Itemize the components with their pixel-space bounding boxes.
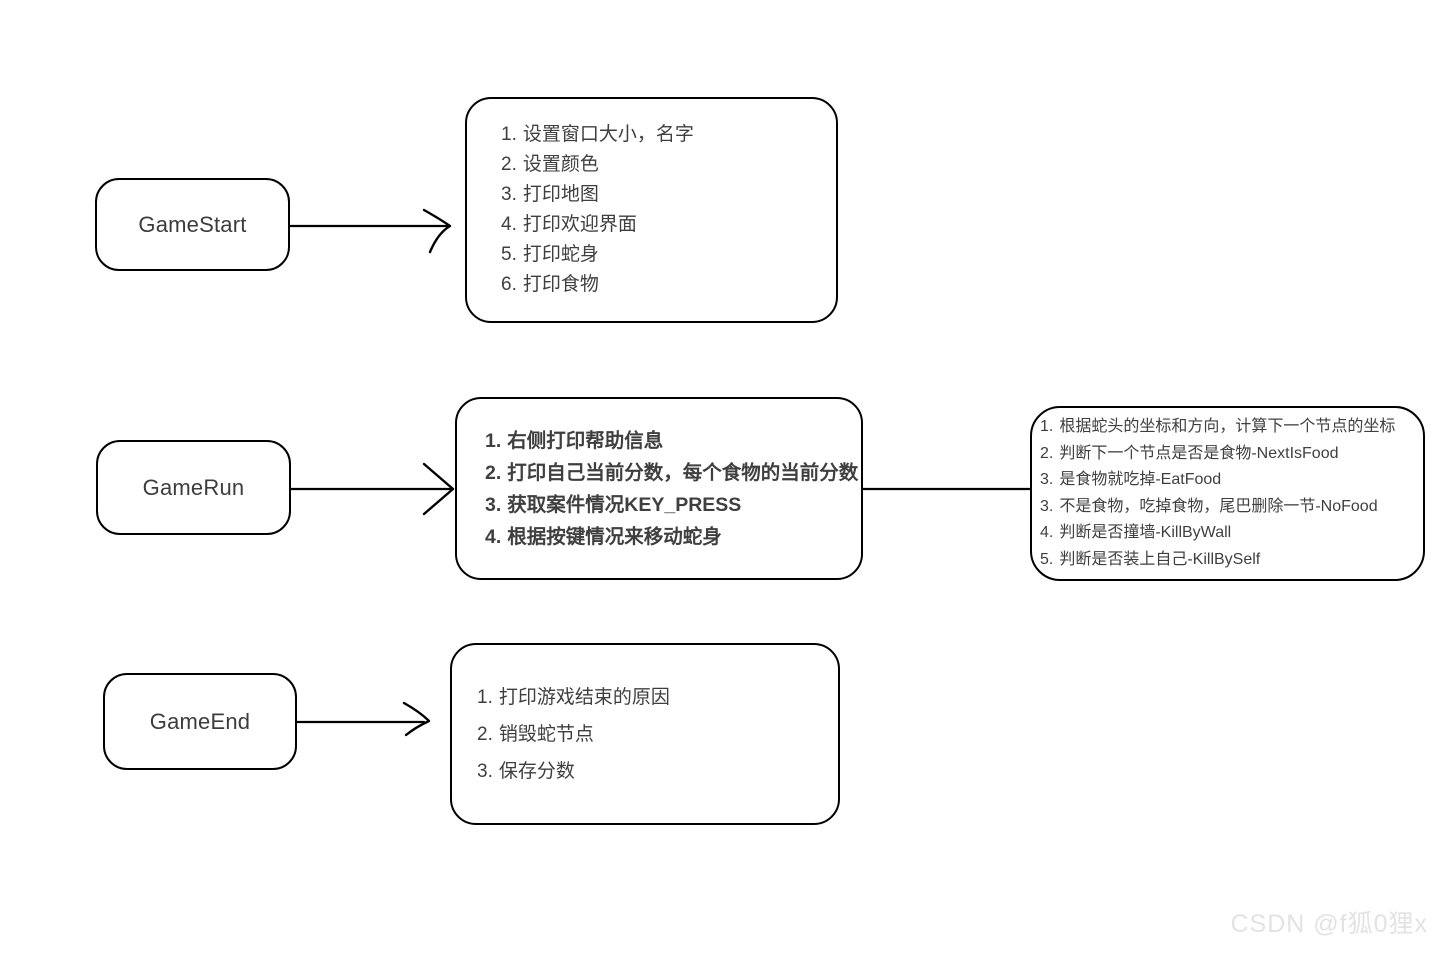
- list-item-text: 打印游戏结束的原因: [498, 686, 670, 708]
- node-game-start-label: GameStart: [138, 211, 247, 237]
- list-item: 4. 判断是否撞墙-KillByWall: [1040, 520, 1397, 547]
- box-game-start-steps: 1. 设置窗口大小，名字 2. 设置颜色 3. 打印地图 4. 打印欢迎界面 5…: [465, 97, 838, 323]
- list-item: 1. 设置窗口大小，名字: [501, 120, 810, 150]
- list-item: 1. 根据蛇头的坐标和方向，计算下一个节点的坐标: [1040, 414, 1397, 441]
- list-item: 2. 销毁蛇节点: [477, 716, 812, 753]
- edge-run-to-steps: [289, 462, 455, 516]
- node-game-end[interactable]: GameEnd: [103, 673, 297, 770]
- list-item: 1. 打印游戏结束的原因: [477, 679, 812, 716]
- list-item-text: 打印欢迎界面: [522, 214, 637, 235]
- list-item-number: 1.: [501, 124, 517, 145]
- list-item-number: 4.: [1040, 524, 1054, 541]
- edge-start-to-steps: [288, 208, 452, 254]
- node-game-run[interactable]: GameRun: [96, 440, 291, 535]
- list-item-number: 3.: [477, 760, 493, 782]
- list-item: 3. 获取案件情况KEY_PRESS: [485, 489, 835, 521]
- node-game-end-label: GameEnd: [149, 708, 251, 734]
- list-item-text: 判断是否装上自己-KillBySelf: [1059, 550, 1261, 568]
- list-item-number: 2.: [485, 461, 502, 484]
- list-item-number: 2.: [1040, 444, 1054, 462]
- list-item-text: 打印自己当前分数，每个食物的当前分数: [507, 461, 859, 484]
- list-item-text: 打印食物: [522, 274, 599, 295]
- box-game-end-steps-list: 1. 打印游戏结束的原因 2. 销毁蛇节点 3. 保存分数: [452, 679, 838, 790]
- list-item-number: 6.: [501, 274, 517, 295]
- list-item-text: 打印蛇身: [522, 244, 599, 265]
- list-item-text: 根据按键情况来移动蛇身: [507, 525, 722, 548]
- list-item: 3. 不是食物，吃掉食物，尾巴删除一节-NoFood: [1040, 494, 1397, 521]
- list-item-number: 3.: [1040, 471, 1054, 488]
- list-item-text: 获取案件情况KEY_PRESS: [507, 493, 742, 516]
- list-item-number: 3.: [485, 493, 502, 516]
- list-item-text: 设置窗口大小，名字: [522, 124, 694, 145]
- list-item-text: 保存分数: [498, 760, 575, 782]
- node-game-start[interactable]: GameStart: [95, 178, 290, 271]
- box-move-detail: 1. 根据蛇头的坐标和方向，计算下一个节点的坐标 2. 判断下一个节点是否是食物…: [1030, 406, 1425, 581]
- list-item: 3. 保存分数: [477, 753, 812, 790]
- box-game-start-steps-list: 1. 设置窗口大小，名字 2. 设置颜色 3. 打印地图 4. 打印欢迎界面 5…: [467, 120, 836, 300]
- list-item-text: 判断是否撞墙-KillByWall: [1059, 524, 1232, 541]
- list-item-text: 右侧打印帮助信息: [507, 429, 664, 452]
- list-item-text: 打印地图: [522, 184, 599, 205]
- list-item: 3. 是食物就吃掉-EatFood: [1040, 467, 1397, 494]
- list-item-text: 根据蛇头的坐标和方向，计算下一个节点的坐标: [1059, 418, 1396, 435]
- list-item-text: 设置颜色: [522, 154, 599, 175]
- list-item-number: 2.: [477, 723, 493, 745]
- list-item: 6. 打印食物: [501, 270, 810, 300]
- list-item-number: 4.: [485, 525, 502, 548]
- list-item-text: 判断下一个节点是否是食物-NextIsFood: [1059, 444, 1339, 462]
- list-item: 5. 打印蛇身: [501, 240, 810, 270]
- edge-end-to-steps: [295, 701, 431, 737]
- node-game-run-label: GameRun: [142, 474, 245, 500]
- list-item-number: 3.: [501, 184, 517, 205]
- list-item-number: 3.: [1040, 497, 1054, 515]
- box-game-run-steps-list: 1. 右侧打印帮助信息 2. 打印自己当前分数，每个食物的当前分数 3. 获取案…: [457, 425, 861, 553]
- csdn-watermark: CSDN @f狐0狸x: [1230, 910, 1428, 938]
- list-item-number: 4.: [501, 214, 517, 235]
- box-game-end-steps: 1. 打印游戏结束的原因 2. 销毁蛇节点 3. 保存分数: [450, 643, 840, 825]
- list-item: 1. 右侧打印帮助信息: [485, 425, 835, 457]
- list-item-number: 1.: [477, 686, 493, 708]
- list-item-number: 1.: [485, 429, 502, 452]
- list-item-number: 5.: [1040, 550, 1054, 568]
- list-item-number: 1.: [1040, 418, 1054, 435]
- list-item: 3. 打印地图: [501, 180, 810, 210]
- box-move-detail-list: 1. 根据蛇头的坐标和方向，计算下一个节点的坐标 2. 判断下一个节点是否是食物…: [1032, 414, 1423, 573]
- list-item-text: 不是食物，吃掉食物，尾巴删除一节-NoFood: [1059, 497, 1378, 515]
- list-item-text: 销毁蛇节点: [498, 723, 594, 745]
- list-item-text: 是食物就吃掉-EatFood: [1059, 471, 1222, 488]
- list-item: 2. 打印自己当前分数，每个食物的当前分数: [485, 457, 858, 489]
- list-item: 4. 打印欢迎界面: [501, 210, 810, 240]
- list-item: 5. 判断是否装上自己-KillBySelf: [1040, 547, 1397, 574]
- list-item-number: 5.: [501, 244, 517, 265]
- list-item: 2. 设置颜色: [501, 150, 810, 180]
- list-item: 2. 判断下一个节点是否是食物-NextIsFood: [1040, 441, 1397, 468]
- box-game-run-steps: 1. 右侧打印帮助信息 2. 打印自己当前分数，每个食物的当前分数 3. 获取案…: [455, 397, 863, 580]
- list-item-number: 2.: [501, 154, 517, 175]
- list-item: 4. 根据按键情况来移动蛇身: [485, 521, 835, 553]
